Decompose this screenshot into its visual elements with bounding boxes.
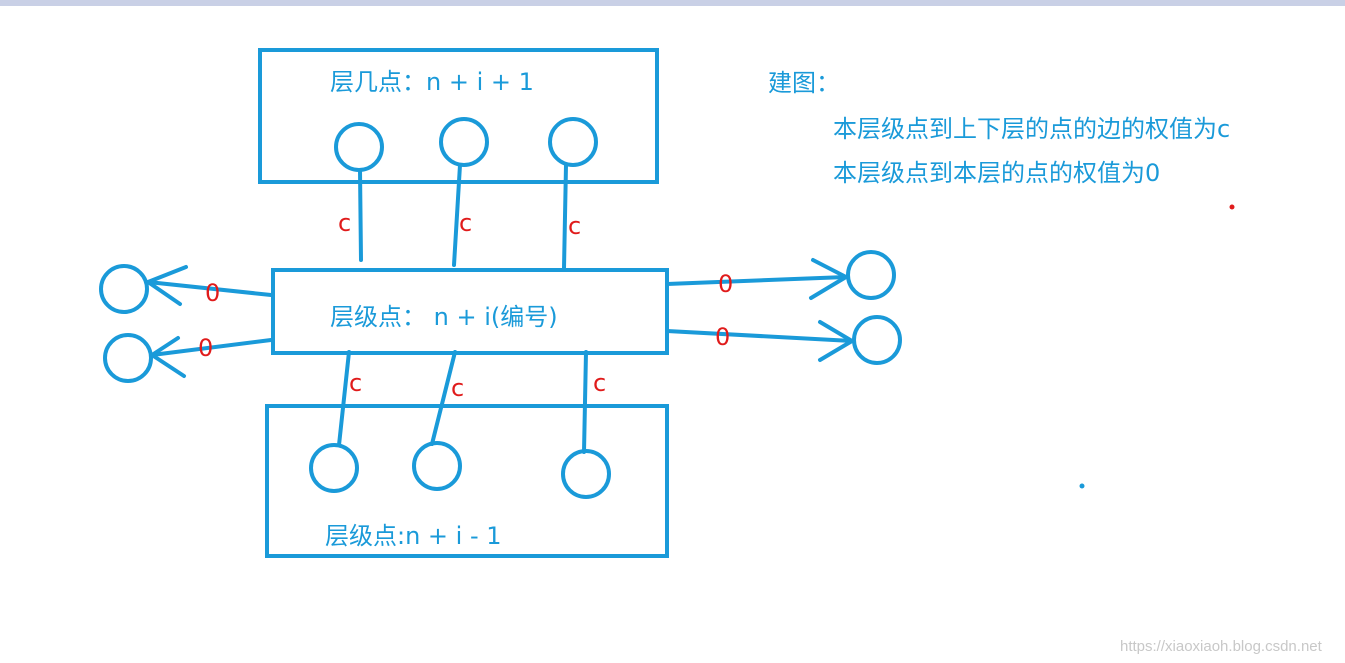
right-node-1 — [846, 250, 896, 300]
arrowhead-right-2 — [818, 320, 854, 362]
edge-left-1 — [146, 280, 273, 297]
edge-left-2 — [150, 338, 273, 357]
stray-dot-blue — [1079, 483, 1085, 489]
bottom-node-1 — [309, 443, 359, 493]
edge-bottom-2 — [430, 350, 457, 446]
watermark: https://xiaoxiaoh.blog.csdn.net — [1120, 638, 1323, 655]
weight-c-top-2: c — [459, 209, 472, 237]
top-box-label: 层几点：n + i + 1 — [330, 68, 534, 96]
left-node-2 — [103, 333, 153, 383]
right-node-2 — [852, 315, 902, 365]
weight-c-top-3: c — [568, 212, 581, 240]
edge-right-1 — [665, 275, 848, 286]
arrowhead-left-1 — [146, 265, 188, 306]
notes-line-2: 本层级点到本层的点的权值为0 — [833, 159, 1160, 187]
middle-layer-box — [271, 268, 669, 355]
weight-0-left-2: 0 — [198, 334, 213, 362]
edge-top-3 — [562, 163, 568, 270]
edge-right-2 — [665, 329, 854, 343]
edge-top-1 — [358, 168, 363, 262]
weight-c-top-1: c — [338, 209, 351, 237]
stray-dot-red — [1229, 204, 1235, 210]
weight-c-bottom-2: c — [451, 374, 464, 402]
bottom-node-2 — [412, 441, 462, 491]
arrowhead-left-2 — [150, 336, 186, 378]
weight-c-bottom-1: c — [349, 369, 362, 397]
edge-bottom-1 — [337, 350, 351, 447]
bottom-layer-box — [265, 404, 669, 558]
left-node-1 — [99, 264, 149, 314]
weight-0-right-1: 0 — [718, 270, 733, 298]
weight-0-right-2: 0 — [715, 323, 730, 351]
bottom-box-label: 层级点:n + i - 1 — [325, 522, 502, 550]
weight-0-left-1: 0 — [205, 279, 220, 307]
arrowhead-right-1 — [809, 258, 848, 300]
notes-line-1: 本层级点到上下层的点的边的权值为c — [833, 115, 1230, 143]
weight-c-bottom-3: c — [593, 369, 606, 397]
edge-top-2 — [452, 163, 462, 267]
top-bar — [0, 0, 1345, 6]
notes-title: 建图： — [768, 69, 840, 97]
top-node-3 — [548, 117, 598, 167]
edge-bottom-3 — [582, 350, 588, 454]
middle-box-label: 层级点： n + i(编号) — [330, 303, 558, 331]
top-node-2 — [439, 117, 489, 167]
